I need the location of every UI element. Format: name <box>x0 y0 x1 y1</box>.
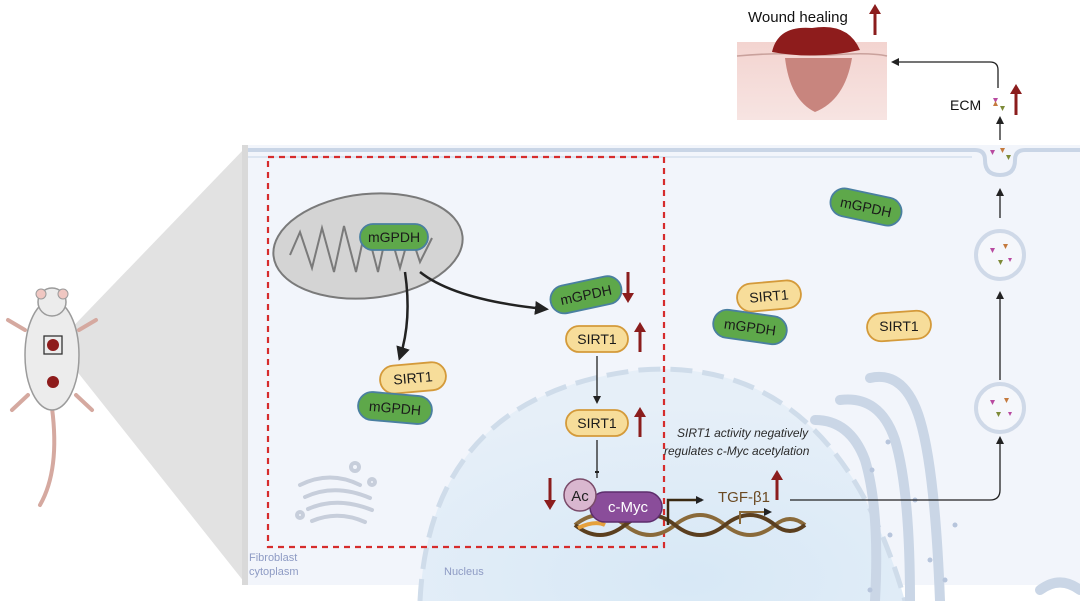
arrow-mito-to-mgpdh-down <box>419 271 549 315</box>
wound-healing-label: Wound healing <box>748 9 848 26</box>
wound-healing-up-arrow <box>869 4 881 35</box>
tgfb1-up-arrow <box>771 470 783 500</box>
svg-text:mGPDH: mGPDH <box>723 315 777 338</box>
cmyc-protein: c-Myc <box>589 491 663 523</box>
sirt1-free: SIRT1 <box>866 309 932 343</box>
ecm-up-arrow <box>1010 84 1022 115</box>
svg-text:SIRT1: SIRT1 <box>879 318 919 334</box>
sirt1-box-complex: SIRT1 <box>379 361 447 395</box>
mgpdh-box-complex: mGPDH <box>357 391 433 425</box>
nucleus-label: Nucleus <box>444 566 484 578</box>
acetyl-group: Ac <box>563 478 597 512</box>
sirt1-activity-up-arrow <box>634 407 646 437</box>
svg-text:SIRT1: SIRT1 <box>577 331 617 347</box>
ecm-label: ECM <box>950 97 981 113</box>
note-line-2: regulates c-Myc acetylation <box>664 444 810 458</box>
tgfb1-label: TGF-β1 <box>718 489 770 506</box>
plasma-membrane <box>245 148 1080 178</box>
sirt1-activity-increased: SIRT1 <box>565 409 629 437</box>
sirt1-increased: SIRT1 <box>565 325 629 353</box>
highlight-box <box>266 155 666 549</box>
acetylation-down-arrow <box>544 478 556 510</box>
transcription-start-cmyc <box>666 496 704 525</box>
transcription-start-tgfb1 <box>739 508 772 524</box>
nucleus <box>417 366 908 601</box>
svg-text:mGPDH: mGPDH <box>368 229 420 245</box>
mgpdh-free: mGPDH <box>829 187 903 227</box>
mgpdh-mitochondrial: mGPDH <box>359 223 429 251</box>
svg-text:Ac: Ac <box>571 488 589 505</box>
mgpdh-down-arrow <box>622 272 634 303</box>
sirt1-up-arrow <box>634 322 646 352</box>
note-line-1: SIRT1 activity negatively <box>677 426 809 440</box>
mouse-icon <box>6 287 98 507</box>
mgpdh-decreased: mGPDH <box>549 275 623 315</box>
ecm-particles <box>993 98 1005 111</box>
mgpdh-free-complex: mGPDH <box>712 308 788 346</box>
vesicle-icon <box>974 382 1026 434</box>
sirt1-free-complex: SIRT1 <box>736 279 802 313</box>
svg-text:SIRT1: SIRT1 <box>393 368 434 387</box>
arrow-ecm-to-wound <box>891 58 999 88</box>
svg-text:SIRT1: SIRT1 <box>577 415 617 431</box>
skin-wound-icon <box>736 26 888 120</box>
fibroblast-label-line2: cytoplasm <box>249 566 299 578</box>
golgi-icon <box>295 461 377 524</box>
svg-text:mGPDH: mGPDH <box>368 398 421 418</box>
svg-text:SIRT1: SIRT1 <box>749 286 790 305</box>
fibroblast-label-line1: Fibroblast <box>249 552 297 564</box>
arrow-mito-to-complex <box>396 271 410 361</box>
zoom-cone <box>60 148 245 583</box>
arrow-tgfb1-to-secretion <box>790 436 1004 501</box>
svg-text:c-Myc: c-Myc <box>608 499 648 516</box>
vesicle-icon <box>974 229 1026 281</box>
er-icon <box>810 371 1080 601</box>
exocytosis-particles <box>990 148 1011 160</box>
